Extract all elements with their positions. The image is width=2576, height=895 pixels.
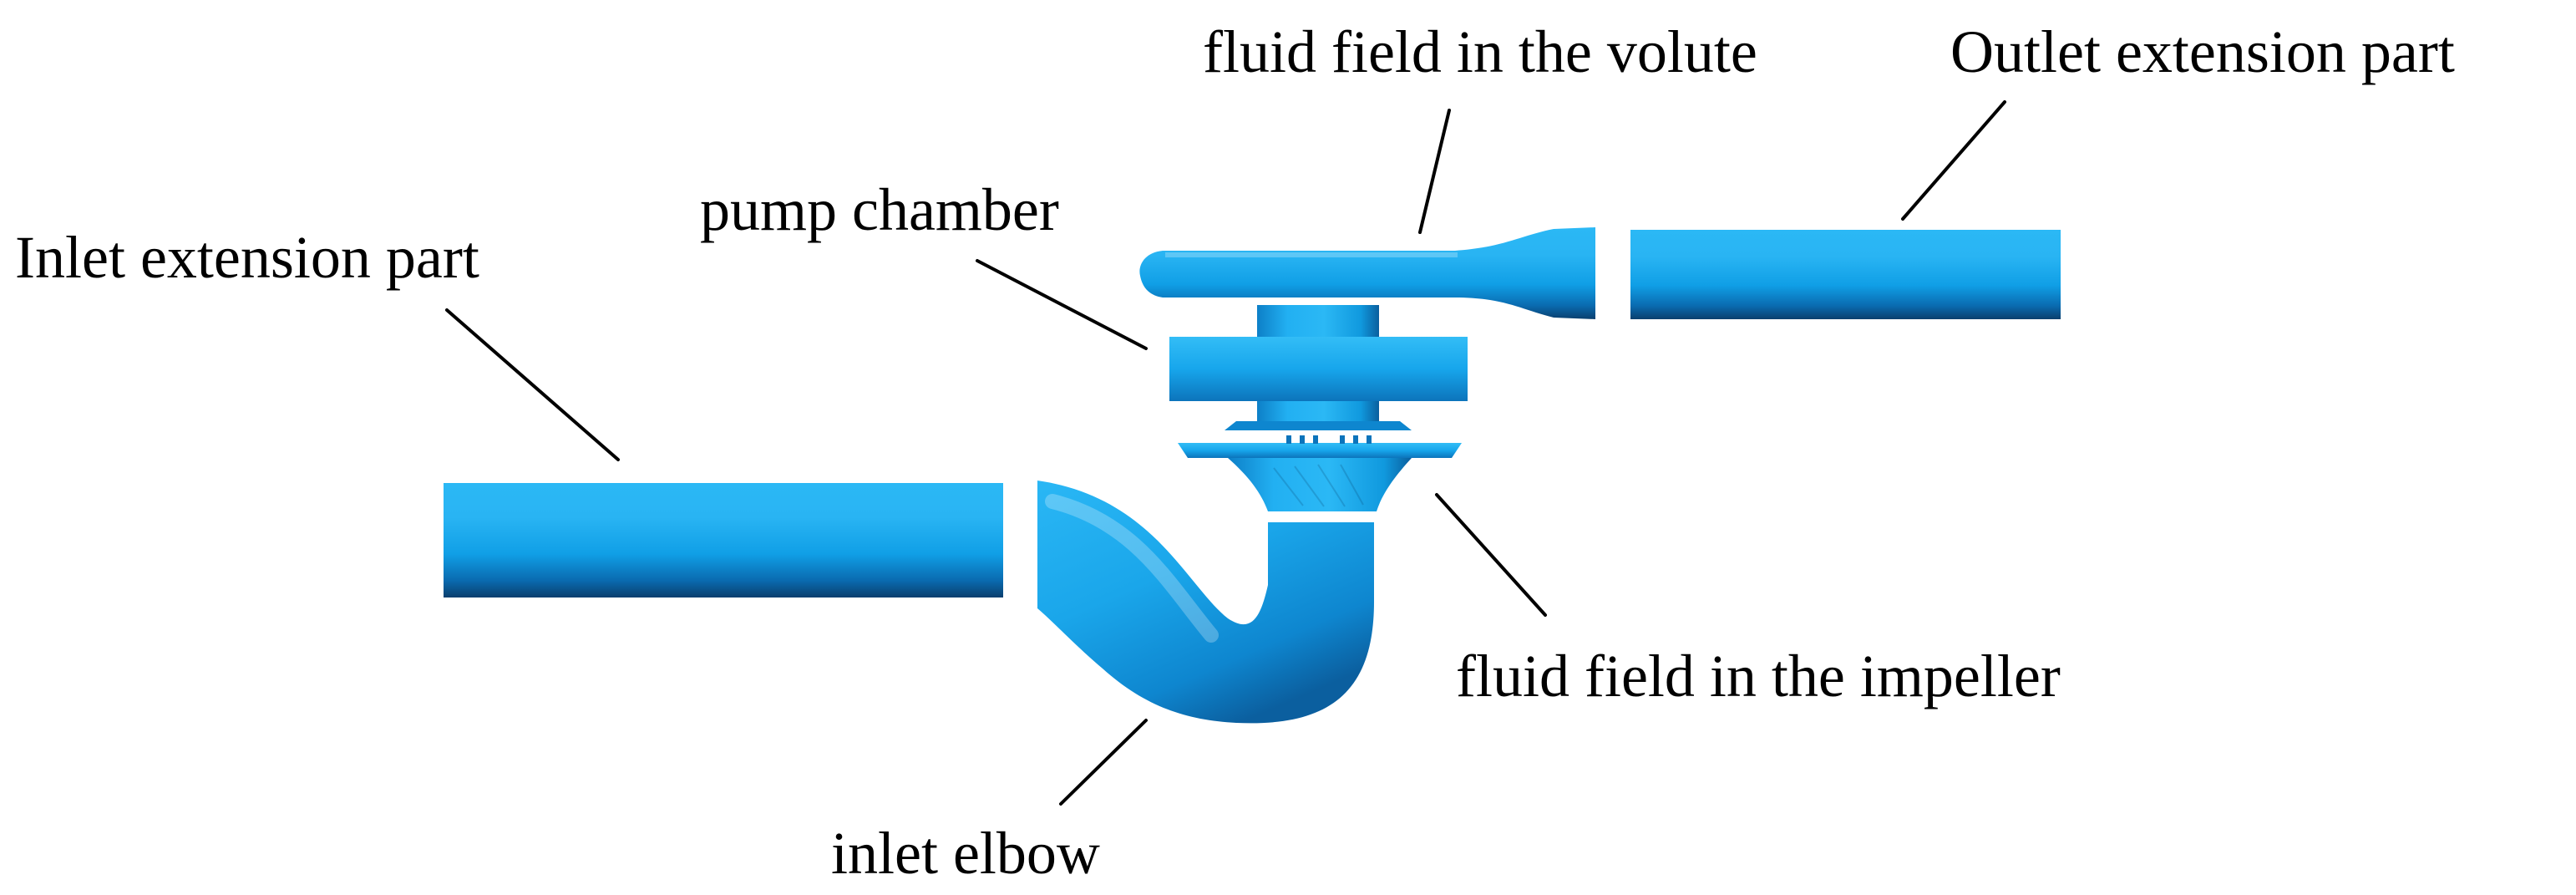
label-volute: fluid field in the volute — [1203, 18, 1757, 85]
label-inlet-elbow: inlet elbow — [831, 820, 1100, 887]
leader-outlet-extension — [1901, 100, 2006, 221]
leader-volute — [1418, 109, 1451, 234]
leader-inlet-extension — [445, 308, 620, 461]
impeller-shape — [1178, 435, 1462, 511]
label-impeller: fluid field in the impeller — [1456, 643, 2061, 709]
label-inlet-extension: Inlet extension part — [15, 224, 479, 291]
leader-inlet-elbow — [1059, 719, 1148, 806]
volute-shape — [1139, 227, 1595, 319]
label-pump-chamber: pump chamber — [700, 176, 1059, 243]
inlet-extension-pipe — [444, 483, 1003, 598]
pump-chamber-shape — [1169, 305, 1468, 430]
outlet-extension-pipe — [1630, 230, 2061, 319]
leader-pump-chamber — [976, 259, 1148, 350]
leader-impeller — [1435, 493, 1547, 617]
label-outlet-extension: Outlet extension part — [1950, 18, 2455, 85]
inlet-elbow-shape — [1037, 481, 1374, 724]
